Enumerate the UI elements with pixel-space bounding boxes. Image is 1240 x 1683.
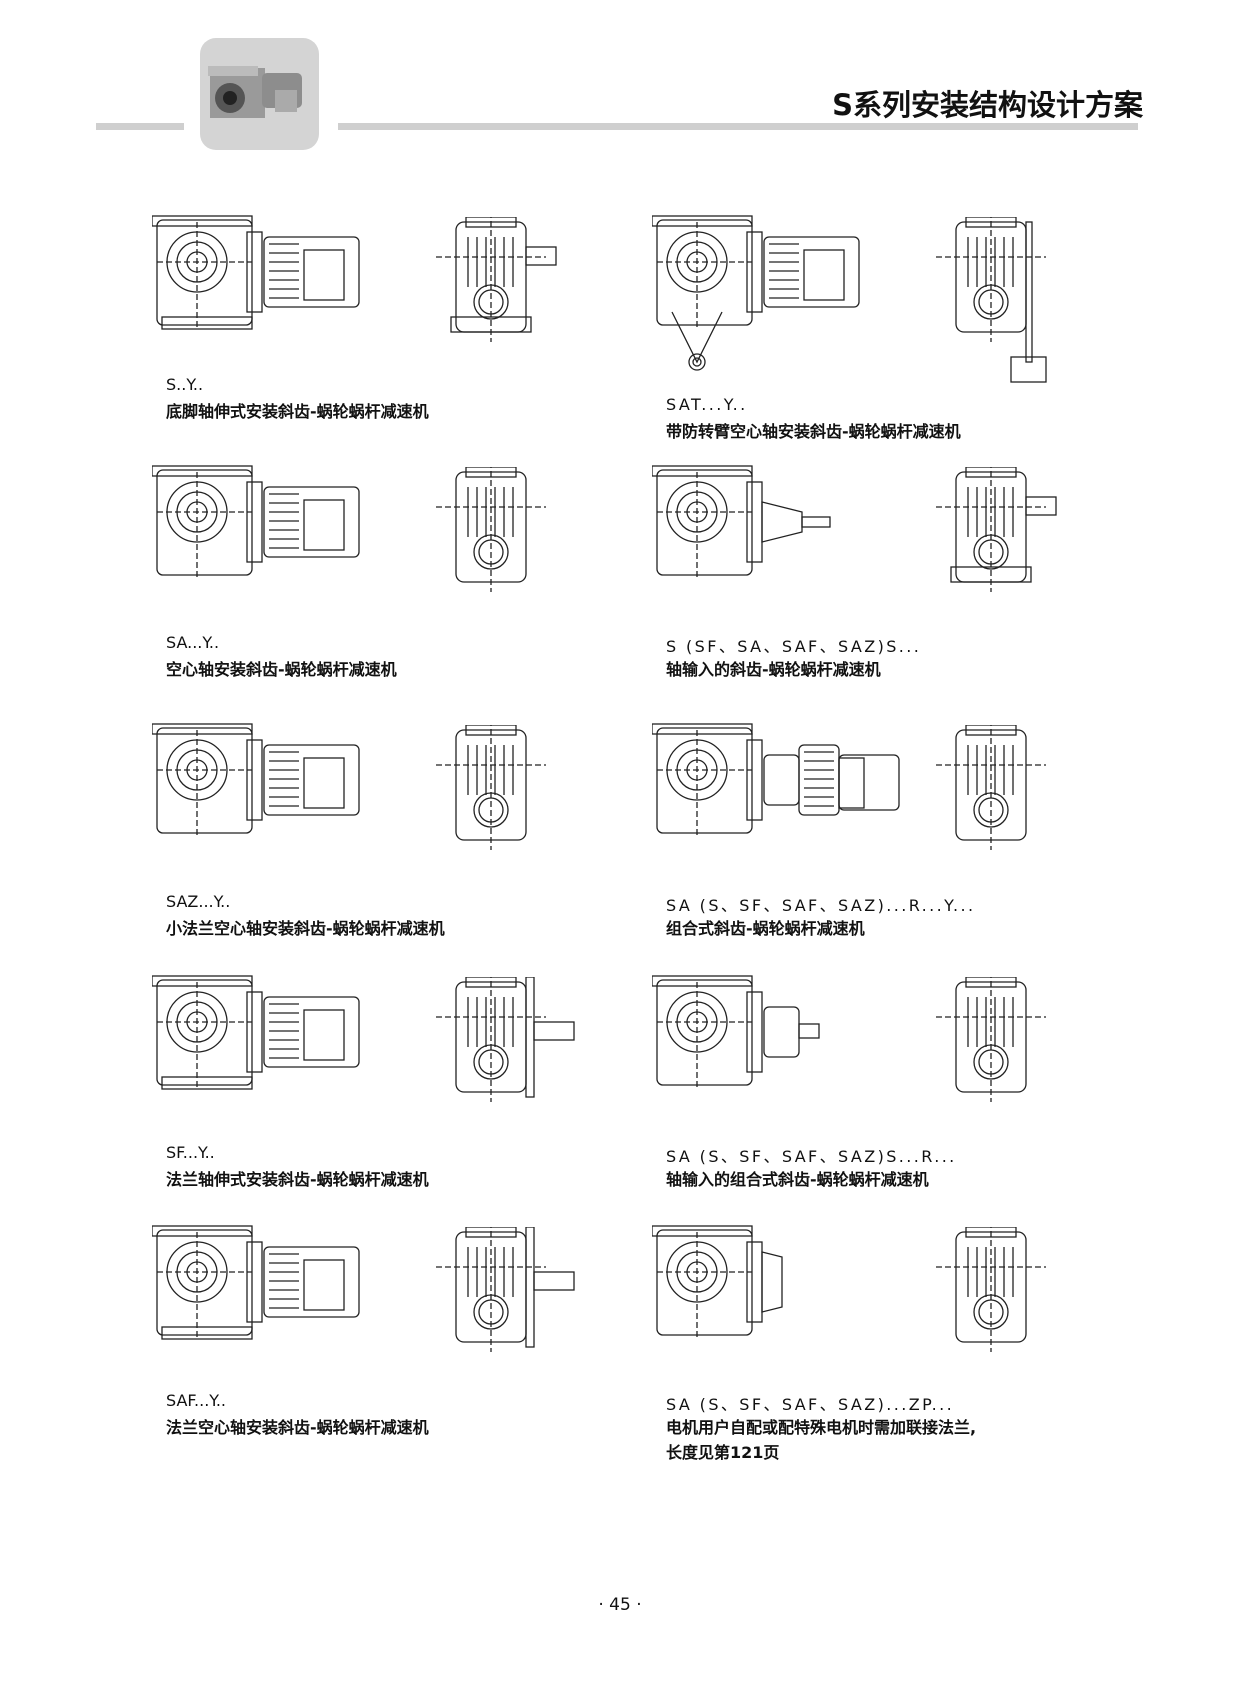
model-description: 轴输入的斜齿-蜗轮蜗杆减速机: [666, 660, 881, 679]
gearmotor-side-view-drawing: [436, 1227, 575, 1352]
model-description: 轴输入的组合式斜齿-蜗轮蜗杆减速机: [666, 1170, 929, 1189]
model-description: 法兰轴伸式安装斜齿-蜗轮蜗杆减速机: [166, 1170, 429, 1189]
model-code: SAF...Y..: [166, 1391, 226, 1410]
gearmotor-front-view-drawing: [652, 215, 860, 371]
gearmotor-side-view-drawing: [936, 217, 1047, 383]
gearmotor-front-view-drawing: [152, 723, 360, 835]
gearmotor-front-view-drawing: [152, 1225, 360, 1340]
model-description: 底脚轴伸式安装斜齿-蜗轮蜗杆减速机: [166, 402, 429, 421]
gearmotor-front-view-drawing: [152, 465, 360, 577]
gearmotor-side-view-drawing: [436, 977, 575, 1102]
gearmotor-front-view-drawing: [152, 215, 360, 330]
page-number: · 45 ·: [598, 1595, 642, 1615]
model-code: SAT...Y..: [666, 395, 748, 414]
page-title: S系列安装结构设计方案: [832, 88, 1143, 122]
model-code: SF...Y..: [166, 1143, 215, 1162]
gearmotor-side-view-drawing: [936, 1227, 1046, 1352]
model-code: SA (S、SF、SAF、SAZ)S...R...: [666, 1147, 957, 1166]
model-description: 小法兰空心轴安装斜齿-蜗轮蜗杆减速机: [166, 919, 445, 938]
gear-motor-photo-thumbnail: [200, 38, 319, 150]
gearmotor-front-view-drawing: [652, 723, 900, 835]
gearmotor-front-view-drawing: [152, 975, 360, 1090]
model-description: 组合式斜齿-蜗轮蜗杆减速机: [666, 919, 865, 938]
gearmotor-side-view-drawing: [436, 217, 557, 342]
model-description: 带防转臂空心轴安装斜齿-蜗轮蜗杆减速机: [666, 422, 961, 441]
model-code: SA...Y..: [166, 633, 220, 652]
model-description: 空心轴安装斜齿-蜗轮蜗杆减速机: [166, 660, 397, 679]
gearmotor-side-view-drawing: [436, 725, 546, 850]
model-code: SAZ...Y..: [166, 892, 231, 911]
model-description: 长度见第121页: [666, 1443, 780, 1462]
gearmotor-front-view-drawing: [652, 1225, 783, 1337]
header-rule-right: [338, 123, 1138, 130]
gearmotor-front-view-drawing: [652, 465, 831, 577]
model-description: 法兰空心轴安装斜齿-蜗轮蜗杆减速机: [166, 1418, 429, 1437]
header-rule-left: [96, 123, 184, 130]
model-code: S (SF、SA、SAF、SAZ)S...: [666, 637, 922, 656]
model-description: 电机用户自配或配特殊电机时需加联接法兰,: [666, 1418, 977, 1437]
gearmotor-front-view-drawing: [652, 975, 820, 1087]
model-code: SA (S、SF、SAF、SAZ)...ZP...: [666, 1395, 955, 1414]
gearmotor-side-view-drawing: [936, 977, 1046, 1102]
model-code: S..Y..: [166, 375, 204, 394]
gearmotor-side-view-drawing: [936, 467, 1057, 592]
model-code: SA (S、SF、SAF、SAZ)...R...Y...: [666, 896, 976, 915]
gearmotor-side-view-drawing: [436, 467, 546, 592]
gearmotor-side-view-drawing: [936, 725, 1046, 850]
